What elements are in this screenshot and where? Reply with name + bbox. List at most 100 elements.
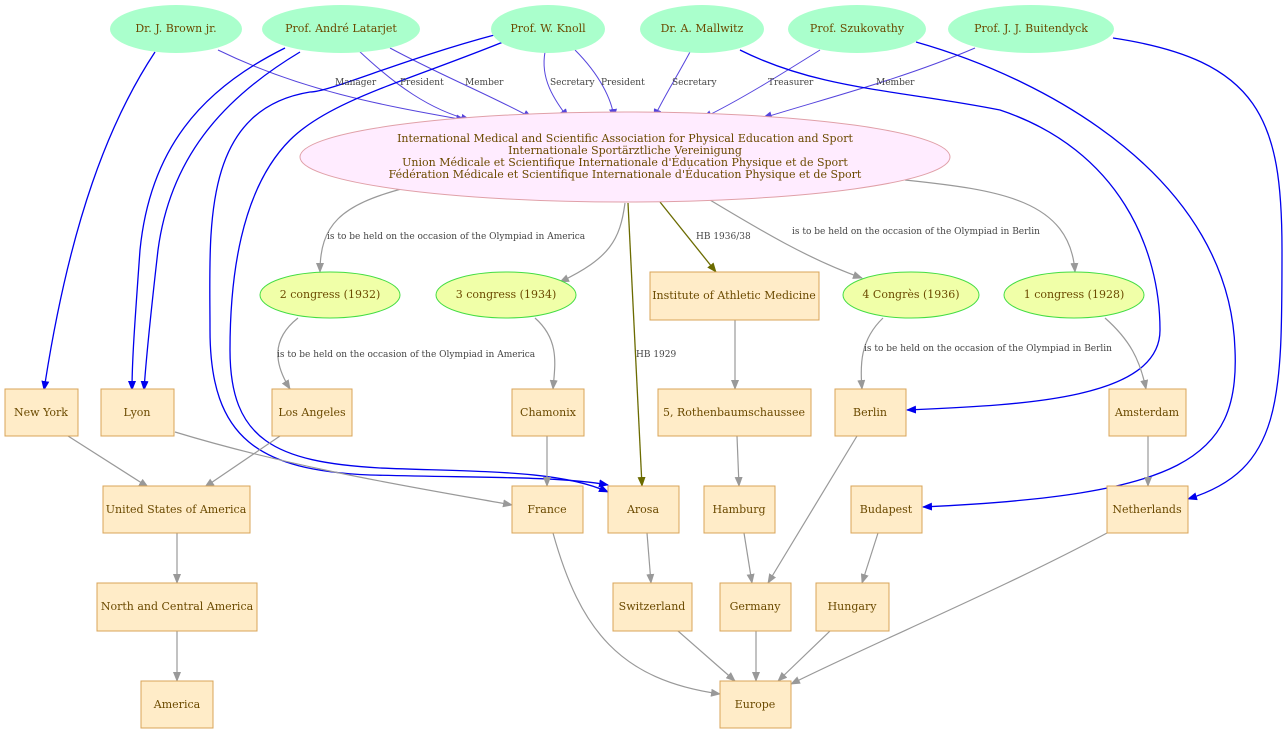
edges [41,33,1283,697]
org-name-french-union: Union Médicale et Scientifique Internati… [402,155,848,169]
node-netherlands[interactable]: Netherlands [1106,485,1189,534]
node-amsterdam[interactable]: Amsterdam [1108,388,1187,437]
node-hungary[interactable]: Hungary [815,582,890,632]
label-president-2: President [601,78,645,88]
node-knoll-label: Prof. W. Knoll [510,22,586,35]
node-germany[interactable]: Germany [719,582,792,632]
node-buitendyck-label: Prof. J. J. Buitendyck [974,22,1088,35]
label-manager: Manager [335,78,377,88]
node-hamburg[interactable]: Hamburg [703,485,776,534]
chamonix-label: Chamonix [520,406,577,419]
label-treasurer: Treasurer [768,78,814,88]
edge-latarjet-member [389,47,533,119]
node-brown[interactable]: Dr. J. Brown jr. [110,5,242,53]
node-congress-1928[interactable]: 1 congress (1928) [1003,271,1145,319]
newyork-label: New York [14,406,68,419]
node-knoll[interactable]: Prof. W. Knoll [491,5,605,53]
hamburg-label: Hamburg [712,503,765,516]
edge-arosa-switzerland [646,532,655,584]
person-nodes: Dr. J. Brown jr. Prof. André Latarjet Pr… [110,5,1114,53]
usa-label: United States of America [106,503,247,516]
node-congress-1932[interactable]: 2 congress (1932) [259,271,401,319]
edge-france-europe [552,532,721,697]
node-latarjet[interactable]: Prof. André Latarjet [262,5,420,53]
label-secretary-1: Secretary [550,78,595,88]
place-nodes: Institute of Athletic Medicine New York … [4,271,1189,729]
europe-label: Europe [735,698,776,711]
edge-org-c1928 [904,179,1079,273]
edge-brown-newyork [41,51,156,391]
congress-1928-label: 1 congress (1928) [1024,288,1125,301]
edge-switzerland-europe [677,630,736,682]
node-szukovathy[interactable]: Prof. Szukovathy [788,5,926,53]
edge-c1934-chamonix [534,317,558,390]
nca-label: North and Central America [101,600,254,613]
edge-netherlands-europe [790,532,1108,685]
label-president-1: President [400,78,444,88]
edge-buitendyck-member [762,47,976,120]
node-mallwitz[interactable]: Dr. A. Mallwitz [640,5,764,53]
edge-org-institute [659,201,717,273]
node-szukovathy-label: Prof. Szukovathy [810,22,905,35]
netherlands-label: Netherlands [1112,503,1182,516]
switzerland-label: Switzerland [619,600,686,613]
node-america[interactable]: America [140,680,214,729]
edge-newyork-usa [67,435,149,488]
edge-budapest-hungary [860,532,879,584]
node-brown-label: Dr. J. Brown jr. [135,22,216,35]
edge-org-c1932 [316,187,406,273]
edge-mallwitz-berlin [739,49,1161,414]
node-switzerland[interactable]: Switzerland [612,582,693,632]
node-nca[interactable]: North and Central America [96,582,258,632]
node-losangeles[interactable]: Los Angeles [271,388,353,437]
node-rothenbaum[interactable]: 5, Rothenbaumschaussee [657,388,812,437]
node-institute[interactable]: Institute of Athletic Medicine [649,271,820,321]
node-congress-1934[interactable]: 3 congress (1934) [435,271,577,319]
label-hb-1929: HB 1929 [636,350,677,360]
congress-1936-label: 4 Congrès (1936) [862,288,959,301]
amsterdam-label: Amsterdam [1114,406,1180,419]
node-arosa[interactable]: Arosa [607,485,680,534]
edge-c1928-amsterdam [1104,317,1149,390]
edge-hungary-europe [777,630,831,682]
node-usa[interactable]: United States of America [102,485,251,534]
edge-org-c1934 [559,202,626,283]
edge-latarjet-lyon-1 [128,47,286,391]
edge-c1932-losangeles [277,317,299,390]
node-europe[interactable]: Europe [719,680,792,729]
edge-c1936-berlin [857,317,884,390]
edge-labels: Manager President Member Secretary Presi… [277,78,1112,360]
institute-label: Institute of Athletic Medicine [652,289,816,302]
edge-szukovathy-budapest [915,41,1236,511]
congress-1932-label: 2 congress (1932) [280,288,381,301]
node-newyork[interactable]: New York [4,388,79,437]
edge-org-arosa [627,202,646,487]
node-berlin[interactable]: Berlin [834,388,907,437]
losangeles-label: Los Angeles [278,406,346,419]
edge-losangeles-usa [204,435,281,488]
congress-1934-label: 3 congress (1934) [456,288,557,301]
node-buitendyck[interactable]: Prof. J. J. Buitendyck [948,5,1114,53]
node-lyon[interactable]: Lyon [100,388,175,437]
arosa-label: Arosa [626,503,659,516]
node-chamonix[interactable]: Chamonix [511,388,585,437]
edge-brown-manager [217,49,466,123]
label-secretary-2: Secretary [672,78,717,88]
germany-label: Germany [730,600,782,613]
node-organization[interactable]: International Medical and Scientific Ass… [299,111,951,203]
hungary-label: Hungary [828,600,878,613]
node-france[interactable]: France [511,485,584,534]
congress-nodes: 2 congress (1932) 3 congress (1934) 4 Co… [259,271,1145,319]
node-budapest[interactable]: Budapest [850,485,923,534]
label-olympiad-berlin-2: is to be held on the occasion of the Oly… [864,344,1112,354]
node-latarjet-label: Prof. André Latarjet [285,22,397,35]
label-olympiad-america-2: is to be held on the occasion of the Oly… [277,350,536,360]
france-label: France [527,503,566,516]
edge-buitendyck-netherlands [1112,37,1283,501]
node-congress-1936[interactable]: 4 Congrès (1936) [842,271,980,319]
label-olympiad-america-1: is to be held on the occasion of the Oly… [327,232,586,242]
edge-latarjet-president [357,49,471,122]
label-member-2: Member [876,78,915,88]
lyon-label: Lyon [123,406,150,419]
